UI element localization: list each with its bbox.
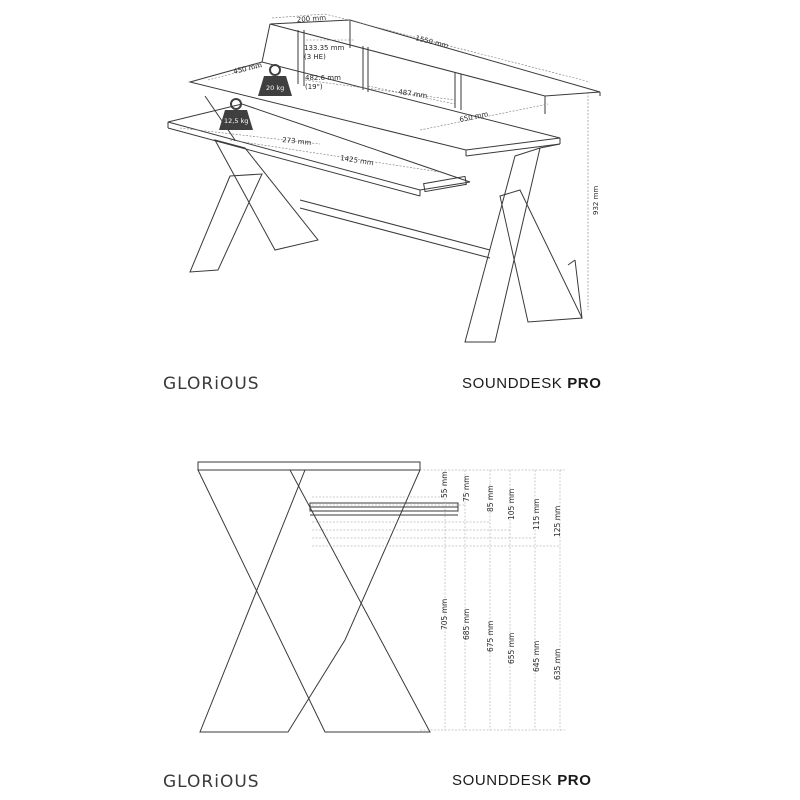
side-desk-top: [197, 461, 421, 471]
leg-crossbar: [299, 199, 491, 251]
product-name-bottom: SOUNDDESK PRO: [452, 772, 592, 789]
dim-line-650: [419, 103, 549, 131]
product-name-bottom-bold: PRO: [557, 772, 592, 789]
dim-482-6: 482.6 mm: [305, 74, 341, 82]
dim-650: 650 mm: [459, 110, 489, 124]
perspective-dim-lines: [179, 13, 591, 310]
dim-line-450: [207, 65, 263, 81]
dim-450: 450 mm: [233, 61, 263, 76]
dim-645: 645 mm: [532, 641, 541, 672]
side-dim-labels-bottom: 705 mm 685 mm 675 mm 655 mm 645 mm 635 m…: [440, 599, 562, 680]
side-x-leg-front: [197, 469, 431, 733]
dim-55: 55 mm: [440, 471, 449, 498]
right-x-leg: [464, 147, 541, 343]
dim-655: 655 mm: [507, 633, 516, 664]
product-name-bottom-light: SOUNDDESK: [452, 772, 558, 789]
dim-line-487: [367, 85, 456, 105]
product-name-top: SOUNDDESK PRO: [462, 375, 602, 392]
dim-19inch: (19"): [305, 83, 323, 91]
dim-line-1425: [229, 139, 441, 173]
dim-635: 635 mm: [553, 649, 562, 680]
weight-20kg: 20 kg: [258, 64, 292, 96]
dim-133-35: 133.35 mm: [304, 44, 345, 52]
perspective-desk: [167, 19, 601, 343]
weight-12-5kg-label: 12,5 kg: [224, 117, 248, 125]
dim-200: 200 mm: [297, 14, 327, 24]
dim-line-482: [304, 79, 456, 101]
dim-line-1550: [324, 13, 591, 83]
dim-675: 675 mm: [486, 621, 495, 652]
product-name-top-bold: PRO: [567, 375, 602, 392]
dim-85: 85 mm: [486, 485, 495, 512]
weight-12-5kg: 12,5 kg: [219, 98, 253, 130]
dim-932: 932 mm: [592, 186, 600, 215]
keyboard-tray: [167, 103, 471, 191]
desk-top-surface: [188, 61, 561, 151]
dim-125: 125 mm: [553, 506, 562, 537]
brand-logo-top: GLORiOUS: [163, 374, 260, 394]
left-x-leg: [214, 139, 319, 251]
side-dim-labels-top: 55 mm 75 mm 85 mm 105 mm 115 mm 125 mm: [440, 471, 562, 537]
brand-logo-bottom: GLORiOUS: [163, 772, 260, 792]
perspective-dim-labels: 1550 mm 200 mm 133.35 mm (3 HE) 450 mm 4…: [233, 14, 600, 215]
product-name-top-light: SOUNDDESK: [462, 375, 568, 392]
side-x-leg-back: [199, 469, 421, 733]
dim-line-273: [179, 127, 321, 145]
dim-1425: 1425 mm: [340, 154, 375, 167]
dim-685: 685 mm: [462, 609, 471, 640]
dim-273: 273 mm: [282, 136, 312, 147]
side-view-dim-lines: [312, 469, 565, 731]
side-view-desk: [197, 461, 459, 733]
dim-1550: 1550 mm: [415, 34, 450, 50]
weight-20kg-label: 20 kg: [266, 84, 284, 92]
dim-115: 115 mm: [532, 499, 541, 530]
dim-3he: (3 HE): [304, 53, 326, 61]
drawer-slide: [423, 175, 467, 193]
dim-line-200: [271, 13, 326, 19]
dim-75: 75 mm: [462, 475, 471, 502]
dim-705: 705 mm: [440, 599, 449, 630]
dim-105: 105 mm: [507, 489, 516, 520]
